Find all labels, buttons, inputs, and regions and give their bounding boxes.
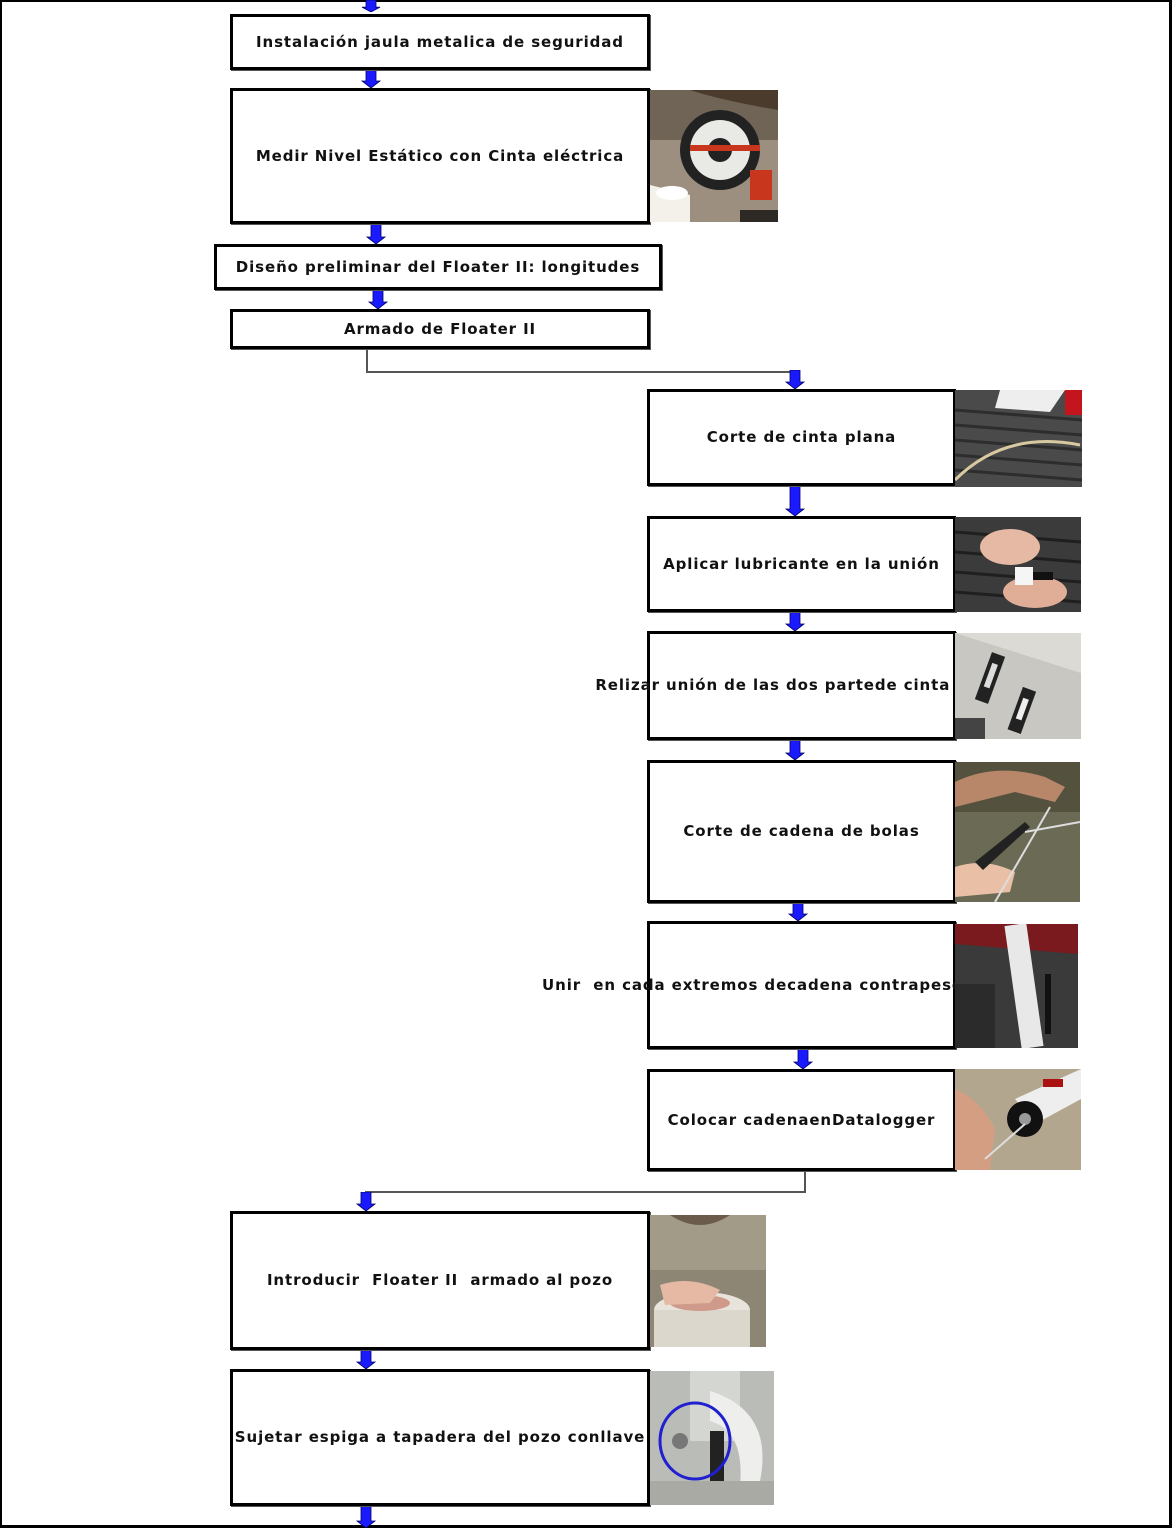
connector-branch-right <box>366 348 796 380</box>
step-label-line: Armado de Floater II <box>343 319 537 338</box>
step-label-line: Medir Nivel Estático con Cinta eléctrica <box>255 146 625 165</box>
step-cage-install: Instalación jaula metalica de seguridad <box>230 14 650 70</box>
photo-bead-chain <box>955 762 1080 902</box>
flow-arrow-icon <box>356 1192 376 1211</box>
step-preliminary-design: Diseño preliminar del Floater II: longit… <box>214 244 662 290</box>
flow-arrow-icon <box>361 70 381 88</box>
step-label-line: Relizar unión de las dos parte <box>595 676 875 694</box>
step-insert-floater: Introducir Floater II armado al pozo <box>230 1211 650 1350</box>
flow-arrow-icon <box>356 1506 376 1528</box>
step-label-line: Corte de cinta plana <box>706 428 897 446</box>
photo-well-cap <box>650 1371 774 1505</box>
step-static-level: Medir Nivel Estático con Cinta eléctrica <box>230 88 650 224</box>
step-label-line: Datalogger <box>832 1110 936 1129</box>
step-apply-lubricant: Aplicar lubricante en la unión <box>647 516 956 612</box>
flow-arrow-icon <box>785 370 805 389</box>
flow-arrow-icon <box>368 290 388 309</box>
flow-arrow-icon <box>366 224 386 244</box>
photo-datalogger <box>955 1069 1081 1170</box>
photo-lubricant <box>955 517 1081 612</box>
step-label-line: Diseño preliminar del Floater II: longit… <box>235 257 641 276</box>
step-label-line: llave <box>600 1428 646 1446</box>
step-label-line: en <box>809 1110 832 1129</box>
flow-arrow-icon <box>793 1049 813 1069</box>
step-label-line: Aplicar lubricante en la unión <box>663 554 940 573</box>
flow-arrow-icon <box>785 740 805 760</box>
step-floater-assembly: Armado de Floater II <box>230 309 650 349</box>
photo-flat-tape <box>955 390 1082 487</box>
step-label-line: Colocar cadena <box>667 1110 810 1129</box>
step-label-line: Corte de cadena de bolas <box>683 822 920 840</box>
step-label-line: Introducir Floater II armado al pozo <box>266 1271 614 1289</box>
flow-arrow-icon <box>361 0 381 12</box>
flow-arrow-icon <box>356 1350 376 1369</box>
connector-branch-left <box>365 1170 806 1200</box>
flow-arrow-icon <box>785 612 805 631</box>
step-cut-bead-chain: Corte de cadena de bolas <box>647 760 956 903</box>
photo-tape-joint <box>955 633 1081 739</box>
photo-float <box>955 924 1078 1048</box>
flow-arrow-icon <box>788 902 808 921</box>
highlight-circle <box>658 1401 732 1481</box>
photo-tape-reel <box>650 90 778 222</box>
step-label-line: Unir en cada extremos de <box>542 975 788 994</box>
photo-well <box>650 1215 766 1347</box>
step-label-line: Sujetar espiga a tapadera del pozo con <box>234 1428 601 1446</box>
step-label-line: Instalación jaula metalica de seguridad <box>256 32 624 51</box>
step-cut-flat-tape: Corte de cinta plana <box>647 389 956 486</box>
flow-arrow-icon <box>785 486 805 516</box>
